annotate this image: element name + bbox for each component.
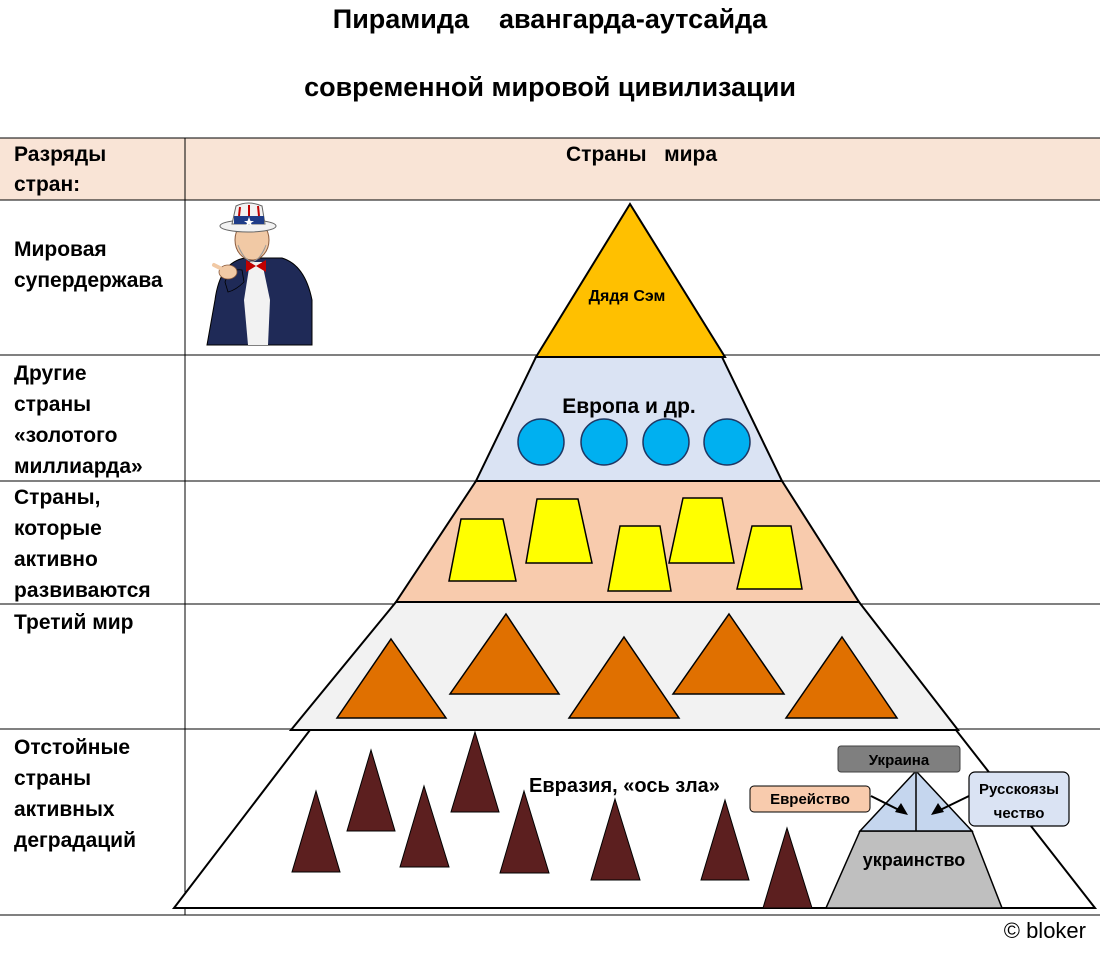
row-label-line: страны — [14, 767, 92, 790]
ukraine-top-label: Украина — [869, 752, 930, 769]
developing-country-shape — [736, 525, 803, 590]
title-line-1: Пирамида авангарда-аутсайда — [332, 4, 768, 34]
row-label-line: деградаций — [14, 829, 137, 852]
tier1-apex — [534, 202, 727, 358]
row-label-developing: Страны, которые активно развиваются — [14, 482, 180, 606]
russian-speaking-label-box — [968, 771, 1070, 827]
header-left-line1: Разряды — [14, 143, 107, 166]
copyright-text: © bloker — [1003, 918, 1086, 943]
row-label-line: которые — [14, 517, 102, 540]
third-world-shape — [671, 612, 786, 695]
tier5-label: Евразия, «ось зла» — [529, 775, 720, 797]
row-label-third-world: Третий мир — [14, 607, 180, 638]
degradation-spike — [291, 789, 341, 873]
row-label-line: Отстойные — [14, 736, 131, 759]
degradation-spike — [590, 797, 641, 881]
header-left-line2: стран: — [14, 173, 81, 196]
degradation-spike — [399, 784, 450, 868]
row-label-line: «золотого — [14, 424, 118, 447]
table-header-bg — [0, 138, 1100, 200]
row-label-line: Третий мир — [14, 611, 134, 634]
europe-circle — [703, 418, 751, 466]
tier1-label: Дядя Сэм — [589, 288, 666, 305]
row-label-line: активных — [14, 798, 115, 821]
row-label-degrading: Отстойные страны активных деградаций — [14, 732, 180, 856]
row-label-superpower: Мировая супердержава — [14, 234, 180, 296]
jewry-label-box — [749, 785, 871, 813]
row-label-line: страны — [14, 393, 92, 416]
developing-country-shape — [607, 525, 672, 592]
europe-circle — [580, 418, 628, 466]
row-label-line: Другие — [14, 362, 87, 385]
arrow-right-head — [931, 803, 944, 815]
row-label-golden-billion: Другие страны «золотого миллиарда» — [14, 358, 180, 482]
row-label-line: развиваются — [14, 579, 151, 602]
row-label-line: активно — [14, 548, 98, 571]
row-label-line: миллиарда» — [14, 455, 143, 478]
tier2-circles — [517, 418, 751, 466]
third-world-shape — [567, 635, 681, 719]
degradation-spike — [762, 826, 813, 909]
header-right: Страны мира — [566, 143, 718, 166]
third-world-shape — [448, 612, 561, 695]
title-line-2: современной мировой цивилизации — [304, 72, 796, 102]
degradation-spike — [499, 789, 550, 874]
developing-country-shape — [668, 497, 735, 564]
tier3-trapezoids — [448, 497, 803, 592]
russian-speaking-label-line2: чество — [994, 805, 1045, 822]
uncle-sam-image — [206, 202, 313, 346]
row-label-line: Мировая — [14, 238, 107, 261]
tier5-spikes — [291, 730, 813, 909]
jewry-label: Еврейство — [770, 791, 850, 808]
developing-country-shape — [525, 498, 593, 564]
row-label-line: супердержава — [14, 269, 163, 292]
degradation-spike — [700, 798, 750, 881]
tier4-triangles — [335, 612, 899, 719]
degradation-spike — [450, 730, 500, 813]
row-label-line: Страны, — [14, 486, 101, 509]
arrow-left-head — [895, 803, 908, 815]
third-world-shape — [784, 635, 899, 719]
europe-circle — [642, 418, 690, 466]
degradation-spike — [346, 748, 396, 832]
ukraine-top-label-box — [837, 745, 961, 773]
europe-circle — [517, 418, 565, 466]
third-world-shape — [335, 637, 448, 719]
developing-country-shape — [448, 518, 517, 582]
tier2-label: Европа и др. — [562, 395, 696, 418]
ukraine-base-label: украинство — [863, 850, 966, 870]
russian-speaking-label-line1: Русскоязы — [979, 781, 1059, 798]
